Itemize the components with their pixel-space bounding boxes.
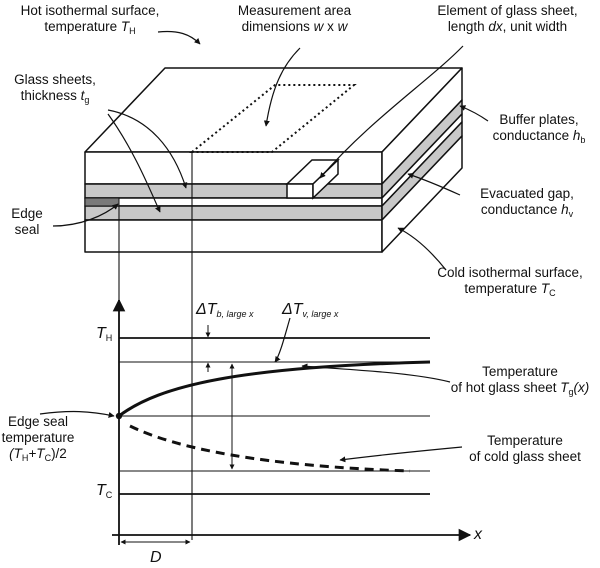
temperature-levels [119,337,430,495]
glass-element-box [285,158,340,200]
axis-x-label: x [474,526,482,543]
axis-th-label: TH [96,325,113,343]
cold-glass-sheet-front [84,205,383,221]
cold-glass-curve [129,424,411,473]
edge-seal-temp-label: Edge seal temperature (TH+TC)/2 [1,414,75,463]
buffer-plates-label: Buffer plates, conductance hb [492,112,586,145]
hot-glass-sheet-front [84,183,383,199]
apparatus [84,67,463,253]
delta-tv-label: ΔTv, large x [282,301,339,320]
measurement-area-label: Measurement area dimensions w x w [237,3,352,34]
cold-glass-temp-label: Temperature of cold glass sheet [469,433,581,464]
graph-axes [112,298,472,545]
leader-lines [39,30,489,463]
measurement-area [189,84,357,153]
edge-seal [84,197,120,207]
cold-surface-label: Cold isothermal surface, temperature TC [437,265,583,298]
edge-seal-point [115,412,123,420]
evacuated-gap-label: Evacuated gap, conductance hv [480,186,574,219]
axis-tc-label: TC [96,482,113,500]
glass-sheets-label: Glass sheets, thickness tg [14,72,96,105]
delta-tb-label: ΔTb, large x [196,301,254,320]
evacuated-gap-front [84,197,383,207]
hot-glass-temp-label: Temperature of hot glass sheet Tg(x) [450,364,590,397]
dimension-d-label: D [150,549,162,566]
hot-surface-label: Hot isothermal surface, temperature TH [20,3,160,36]
edge-seal-label: Edge seal [11,206,43,237]
cold-buffer-plate-side [381,135,463,253]
hot-glass-curve [118,360,431,418]
element-label: Element of glass sheet, length dx, unit … [437,3,578,34]
cold-buffer-plate-front [84,219,383,253]
